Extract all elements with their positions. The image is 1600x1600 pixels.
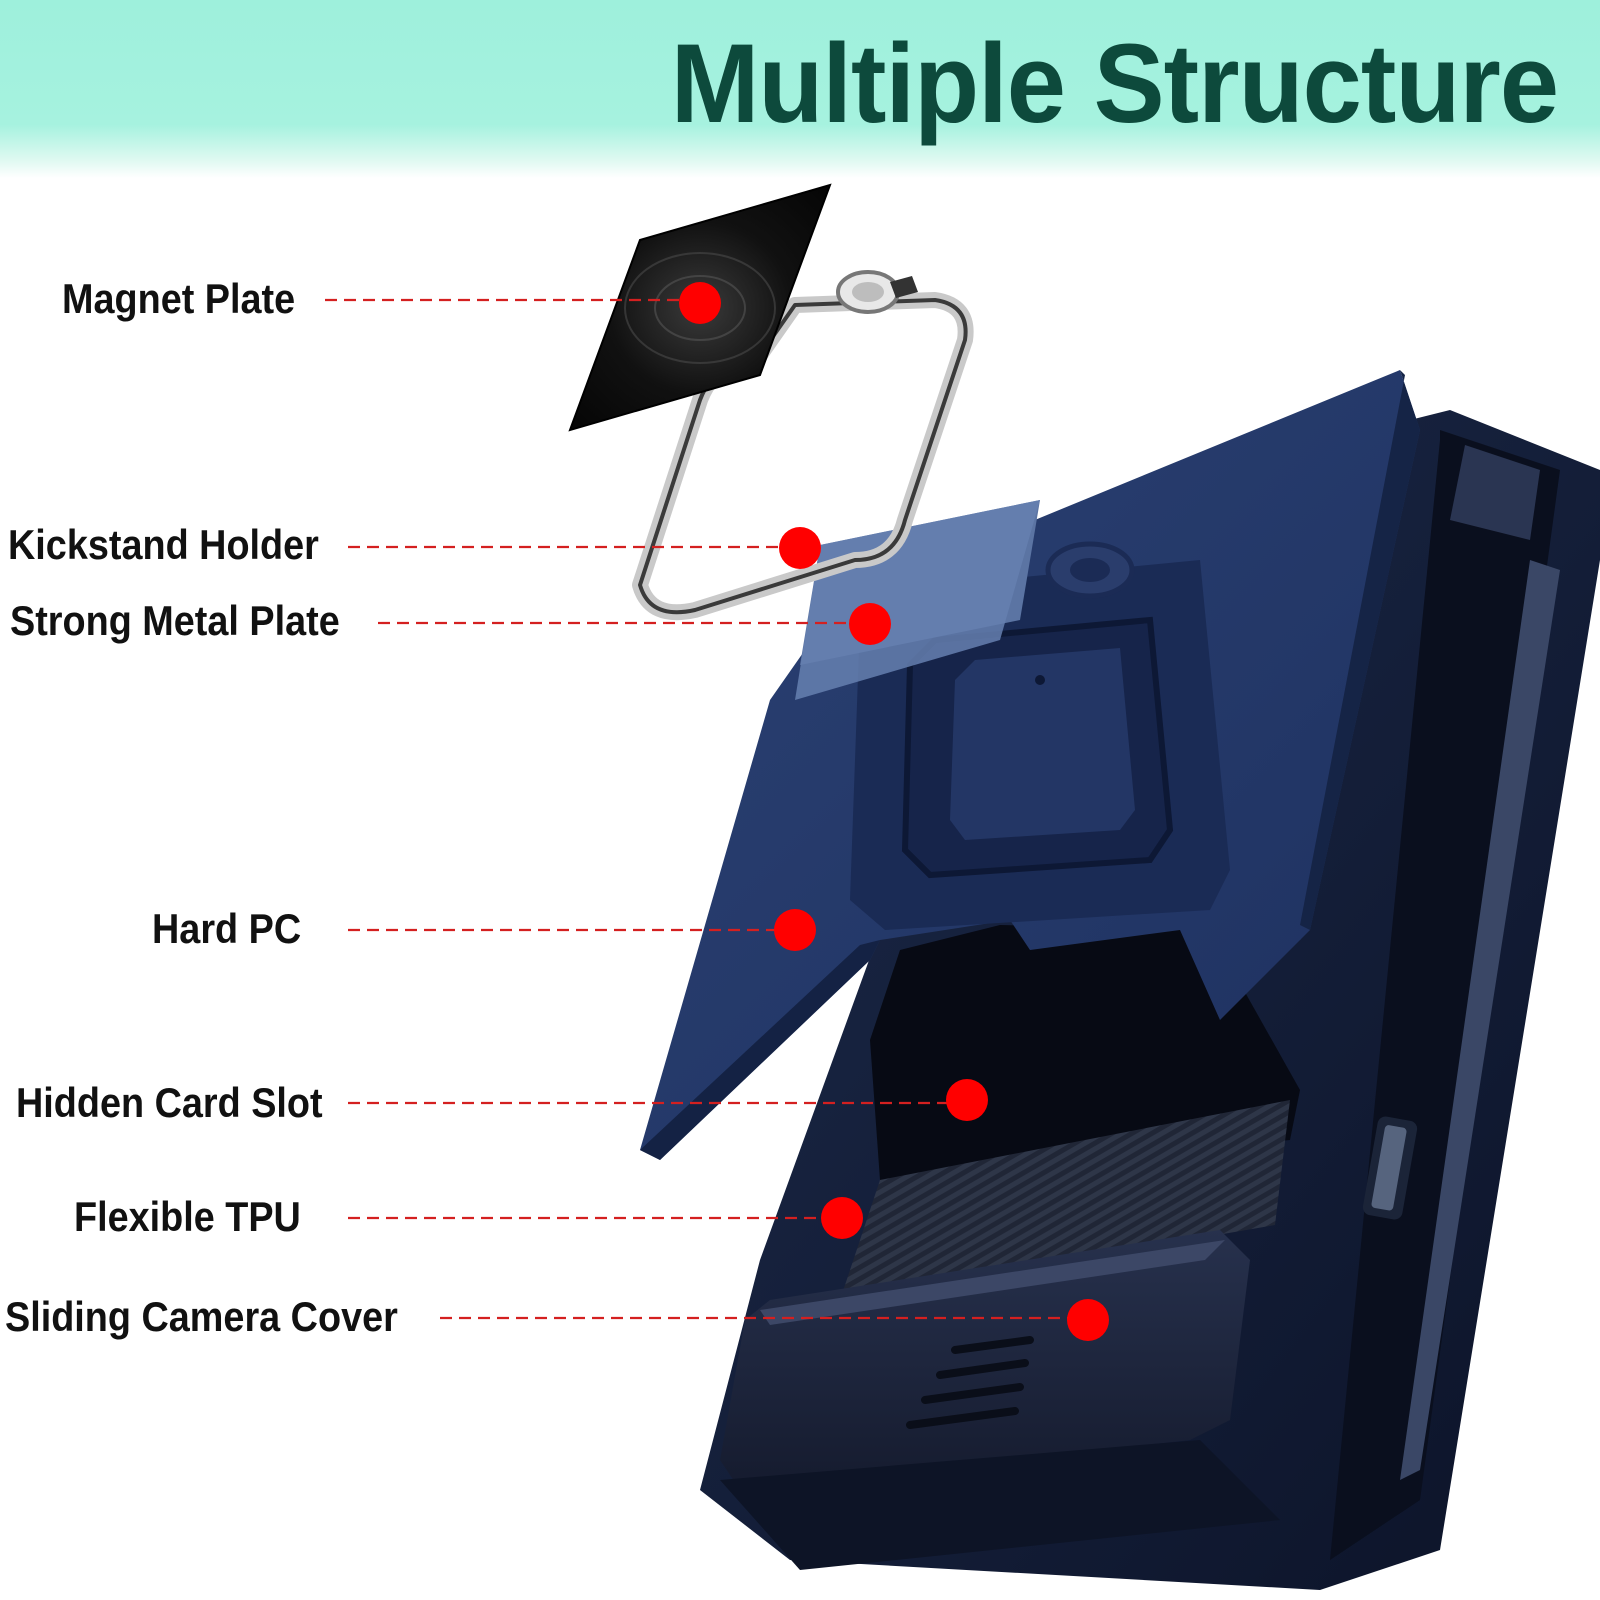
label-hard-pc: Hard PC [152, 905, 302, 952]
side-button [1362, 1116, 1418, 1220]
marker-sliding-camera-cover [1067, 1299, 1109, 1341]
label-hidden-card-slot: Hidden Card Slot [16, 1079, 323, 1126]
label-strong-metal-plate: Strong Metal Plate [10, 597, 340, 644]
marker-hidden-card-slot [946, 1079, 988, 1121]
marker-magnet-plate [679, 282, 721, 324]
label-kickstand-holder: Kickstand Holder [8, 521, 319, 568]
bottom-bumper [720, 1440, 1280, 1570]
label-magnet-plate: Magnet Plate [62, 275, 296, 322]
label-sliding-camera-cover: Sliding Camera Cover [5, 1293, 398, 1340]
camera-slider [720, 1230, 1250, 1490]
metal-plate-face [795, 500, 1040, 700]
marker-strong-metal-plate [849, 603, 891, 645]
marker-hard-pc [774, 909, 816, 951]
marker-kickstand-holder [779, 527, 821, 569]
marker-flexible-tpu [821, 1197, 863, 1239]
header-banner: Multiple Structure [0, 0, 1600, 178]
carbon-texture [840, 1100, 1290, 1300]
leader-lines [325, 298, 1088, 1320]
page-title: Multiple Structure [670, 21, 1559, 146]
label-flexible-tpu: Flexible TPU [74, 1193, 301, 1240]
markers [679, 282, 1109, 1341]
